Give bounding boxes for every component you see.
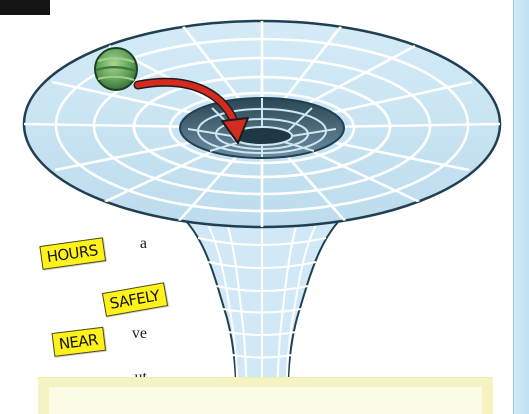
note-panel-inner [49, 387, 482, 414]
note-panel [38, 377, 493, 414]
planet-icon [95, 48, 137, 90]
funnel-throat [180, 98, 344, 158]
text-fragment-1: a [140, 235, 147, 253]
text-fragment-3: ve [132, 325, 147, 343]
